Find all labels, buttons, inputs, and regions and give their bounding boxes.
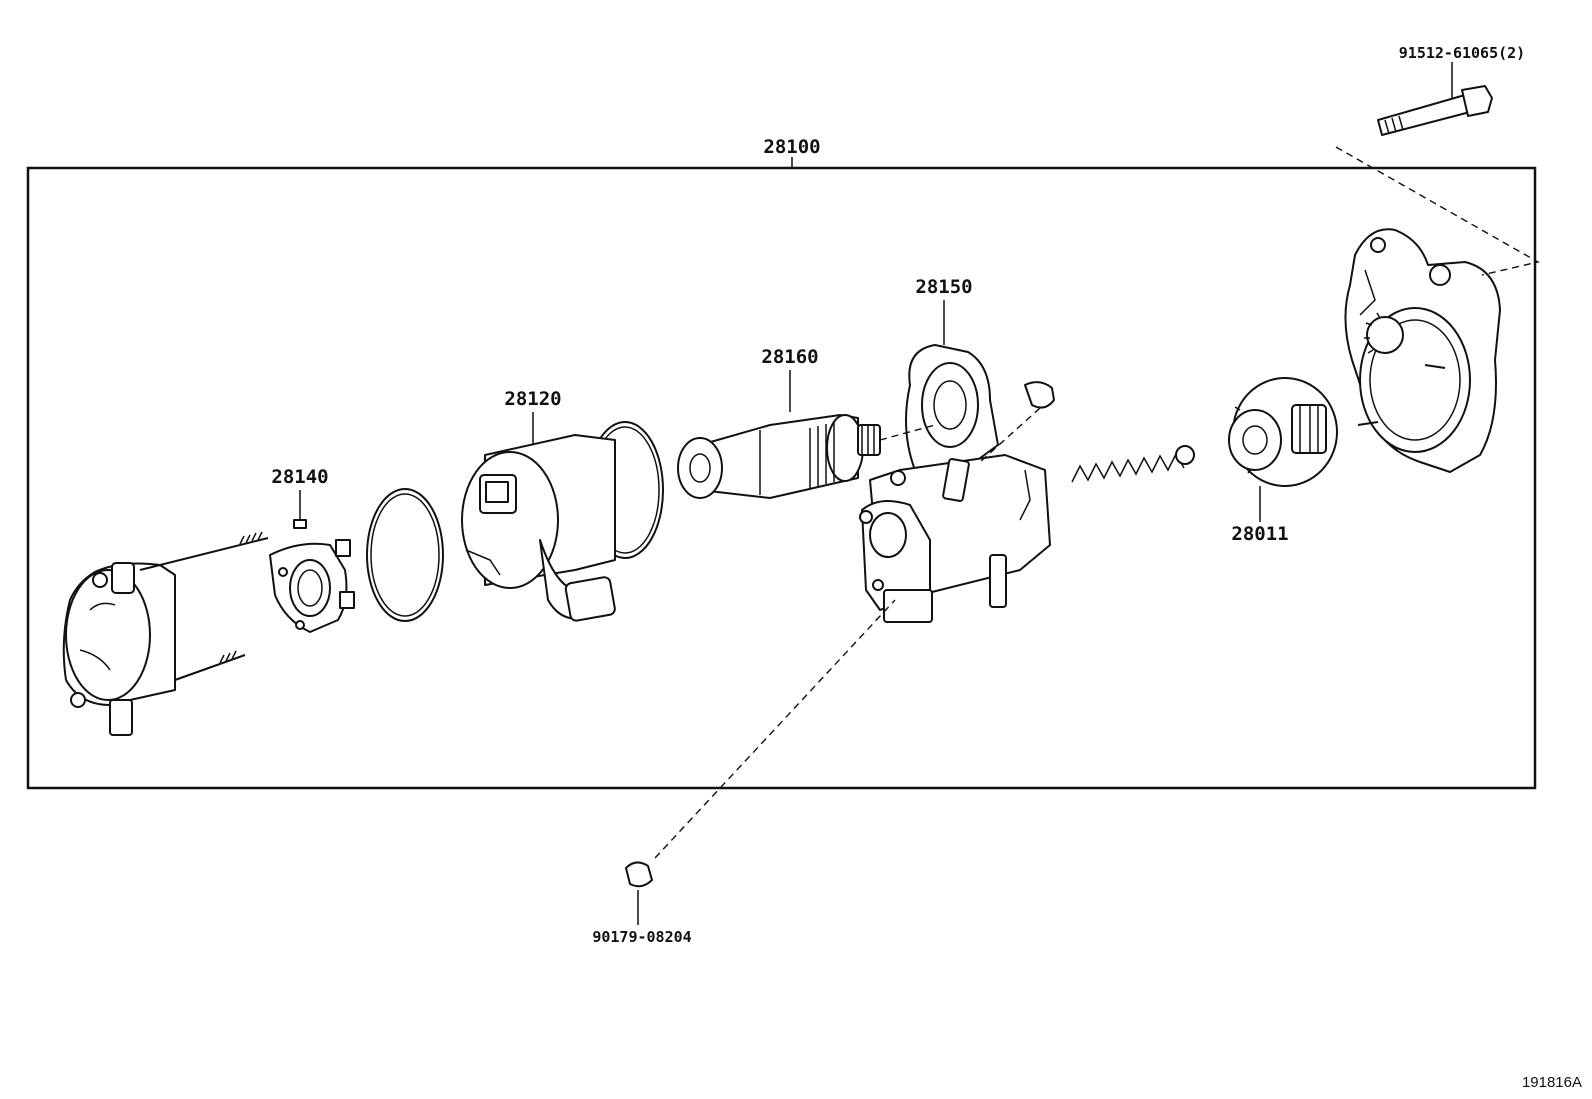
label-28140: 28140 xyxy=(271,466,328,488)
pinion-clutch-part xyxy=(1228,377,1338,487)
end-cover-part xyxy=(62,531,269,736)
yoke-part xyxy=(461,421,664,622)
brush-holder-part xyxy=(269,539,355,633)
armature-leader-line xyxy=(879,424,936,441)
label-28120: 28120 xyxy=(504,388,561,410)
bolt-leader-line xyxy=(1335,146,1540,276)
label-28160: 28160 xyxy=(761,346,818,368)
o-ring-left xyxy=(366,488,444,622)
spring-part xyxy=(1071,452,1185,483)
assembly-boundary-box xyxy=(26,166,1537,790)
armature-part xyxy=(677,414,881,499)
label-bolt: 91512-61065(2) xyxy=(1399,44,1525,62)
housing-part xyxy=(859,344,1051,623)
cap-leader-line xyxy=(979,407,1041,463)
bolt-part xyxy=(1377,85,1493,136)
label-28100: 28100 xyxy=(763,136,820,158)
nut-leader-line xyxy=(654,599,896,859)
label-28011: 28011 xyxy=(1231,523,1288,545)
steel-ball-part xyxy=(1175,445,1195,465)
drive-housing-part xyxy=(1344,228,1501,473)
nut-part xyxy=(625,861,653,888)
label-nut: 90179-08204 xyxy=(592,928,691,946)
figure-code: 191816A xyxy=(1522,1074,1582,1091)
small-cap-part xyxy=(1024,381,1055,409)
label-28150: 28150 xyxy=(915,276,972,298)
